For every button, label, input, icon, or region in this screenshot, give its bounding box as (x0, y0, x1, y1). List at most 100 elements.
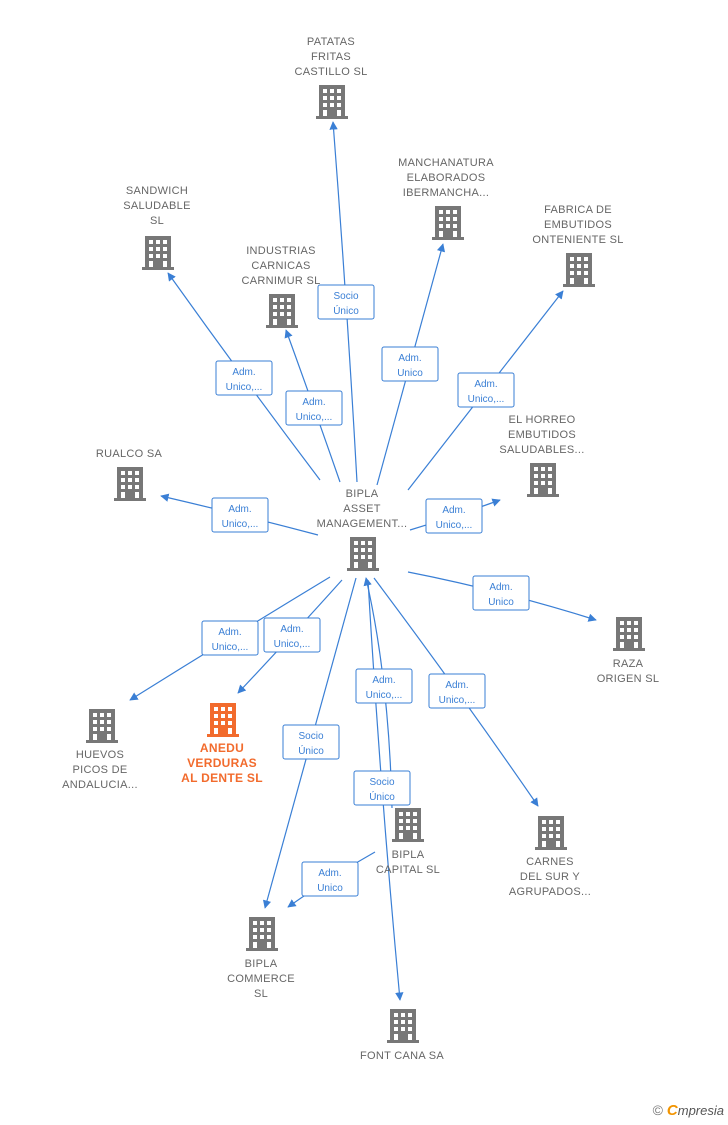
edge-label-line: Socio (298, 731, 323, 742)
edge-label-bipla_asset-to-fabrica[interactable]: Adm.Unico,... (457, 372, 515, 408)
edge-label-bipla_asset-to-huevos[interactable]: Adm.Unico,... (201, 620, 259, 656)
edge-label-line: Adm. (280, 624, 303, 635)
edge-label-line: Adm. (489, 582, 512, 593)
node-label-line: CARNIMUR SL (241, 275, 320, 287)
edge-label-bipla_capital-to-bipla_commerce[interactable]: Adm. Unico (301, 861, 359, 897)
edge-label-box (263, 617, 321, 653)
building-icon (387, 1009, 419, 1043)
edge-label-line: Unico,... (366, 690, 403, 701)
building-icon (316, 85, 348, 119)
node-rualco[interactable]: RUALCO SA (96, 448, 163, 501)
edge-label-bipla_asset-to-raza[interactable]: Adm. Unico (472, 575, 530, 611)
node-label-line: SALUDABLES... (499, 444, 584, 456)
edge-label-box (201, 620, 259, 656)
edge-label-bipla_asset-to-horreo[interactable]: Adm.Unico,... (425, 498, 483, 534)
building-icon (392, 808, 424, 842)
building-icon (246, 917, 278, 951)
edge-label-line: Adm. (302, 397, 325, 408)
building-icon (347, 537, 379, 571)
edge-label-bipla_asset-to-anedu[interactable]: Adm.Unico,... (263, 617, 321, 653)
node-label-line: FABRICA DE (544, 204, 612, 216)
node-label-line: ONTENIENTE SL (532, 234, 623, 246)
edge-label-line: Unico,... (212, 642, 249, 653)
edge-label-box (457, 372, 515, 408)
edge-label-bipla_asset-to-sandwich[interactable]: Adm. Unico,... (215, 360, 273, 396)
node-label-line: BIPLA (346, 488, 379, 500)
edge-label-box (425, 498, 483, 534)
edge-label-line: Unico,... (296, 412, 333, 423)
brand-watermark[interactable]: ©Cmpresia (653, 1102, 724, 1119)
edge-label-line: Adm. (232, 367, 255, 378)
building-icon (207, 703, 239, 737)
edge-label-line: Unico,... (222, 519, 259, 530)
edge-label-line: Unico,... (436, 520, 473, 531)
building-icon (432, 206, 464, 240)
node-horreo[interactable]: EL HORREOEMBUTIDOSSALUDABLES... (499, 414, 584, 497)
building-icon (266, 294, 298, 328)
building-icon (535, 816, 567, 850)
node-font-cana[interactable]: FONT CANA SA (360, 1009, 444, 1062)
edge-label-box (472, 575, 530, 611)
building-icon (142, 236, 174, 270)
node-label-line: BIPLA (245, 958, 278, 970)
node-label-line: PICOS DE (73, 764, 128, 776)
edge-label-line: Adm. (228, 504, 251, 515)
node-label-line: RUALCO SA (96, 448, 163, 460)
edge-label-box (211, 497, 269, 533)
edge-label-line: Único (298, 744, 324, 757)
edge-label-box (381, 346, 439, 382)
node-label-line: SL (150, 215, 164, 227)
brand-logo-letter: C (666, 1102, 678, 1119)
node-bipla-capital[interactable]: BIPLA CAPITAL SL (376, 808, 440, 876)
building-icon (114, 467, 146, 501)
node-label-line: CARNICAS (251, 260, 310, 272)
edge-label-box (215, 360, 273, 396)
edge-label-bipla_asset-to-industrias[interactable]: Adm. Unico,... (285, 390, 343, 426)
edge-label-line: Unico (488, 597, 514, 608)
edge-label-line: Unico,... (226, 382, 263, 393)
node-label-line: CARNES (526, 856, 574, 868)
building-icon (613, 617, 645, 651)
node-label-line: CAPITAL SL (376, 864, 440, 876)
node-label-line: COMMERCE (227, 973, 295, 985)
brand-name: mpresia (677, 1103, 724, 1118)
edge-label-bipla_capital-to-bipla_asset[interactable]: Adm. Unico,... (355, 668, 413, 704)
node-label-line: ASSET (343, 503, 381, 515)
node-label-line: EMBUTIDOS (508, 429, 576, 441)
edge-label-line: Adm. (398, 353, 421, 364)
edge-label-line: Unico (317, 883, 343, 894)
node-bipla-asset[interactable]: BIPLAASSETMANAGEMENT... (317, 488, 408, 571)
node-sandwich[interactable]: SANDWICH SALUDABLE SL (123, 185, 191, 270)
node-manchanatura[interactable]: MANCHANATURAELABORADOSIBERMANCHA... (398, 157, 494, 240)
node-label-line: AL DENTE SL (181, 771, 263, 785)
edge-label-box (353, 770, 411, 806)
node-label-line: PATATAS (307, 36, 355, 48)
node-label-line: RAZA (613, 658, 644, 670)
edge-label-bipla_asset-to-manchanatura[interactable]: Adm.Unico (381, 346, 439, 382)
edge-label-line: Adm. (318, 868, 341, 879)
node-label-line: BIPLA (392, 849, 425, 861)
edge-label-box (301, 861, 359, 897)
edge-label-bipla_asset-to-rualco[interactable]: Adm. Unico,... (211, 497, 269, 533)
edge-label-line: Único (333, 304, 359, 317)
edge-label-box (285, 390, 343, 426)
node-label-line: HUEVOS (76, 749, 124, 761)
node-label-line: SANDWICH (126, 185, 188, 197)
edge-label-line: Adm. (372, 675, 395, 686)
copyright-icon: © (652, 1102, 663, 1118)
node-label-line: SALUDABLE (123, 200, 191, 212)
edge-label-box (355, 668, 413, 704)
edge-label-bipla_asset-to-carnes[interactable]: Adm.Unico,... (428, 673, 486, 709)
node-label-line: ANEDU (200, 741, 244, 755)
